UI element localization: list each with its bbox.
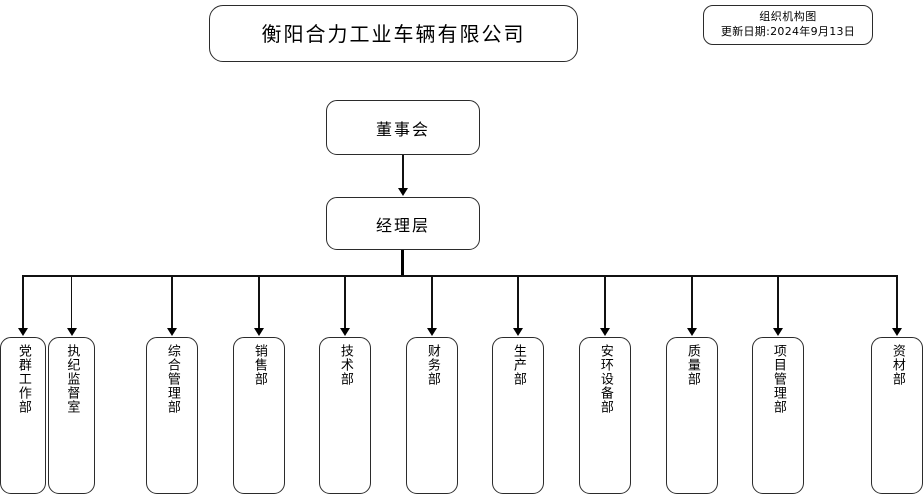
connector-drop-dept-finance — [431, 275, 433, 328]
node-dept-quality-label: 质量部 — [684, 344, 700, 386]
node-dept-discipline-inspection-label: 执纪监督室 — [64, 344, 80, 414]
arrowhead-dept-technology — [340, 328, 350, 336]
node-dept-general-management-label: 综合管理部 — [164, 344, 180, 414]
node-dept-safety-environment-equipment-label: 安环设备部 — [597, 344, 613, 414]
node-board-of-directors-label: 董事会 — [375, 119, 430, 139]
arrowhead-dept-materials — [892, 328, 902, 336]
arrowhead-dept-project-management — [773, 328, 783, 336]
arrowhead-dept-quality — [687, 328, 697, 336]
arrowhead-management — [398, 188, 408, 196]
node-dept-materials: 资材部 — [871, 337, 923, 494]
arrowhead-dept-finance — [427, 328, 437, 336]
connector-drop-dept-general-management — [171, 275, 173, 328]
connector-horizontal-bus — [23, 275, 898, 277]
connector-board-to-management — [402, 155, 404, 189]
connector-drop-dept-sales — [258, 275, 260, 328]
company-title-box: 衡阳合力工业车辆有限公司 — [209, 5, 578, 62]
node-dept-finance-label: 财务部 — [424, 344, 440, 386]
node-dept-production-label: 生产部 — [510, 344, 526, 386]
arrowhead-dept-discipline-inspection — [66, 328, 77, 336]
node-dept-finance: 财务部 — [406, 337, 458, 494]
node-dept-sales: 销售部 — [233, 337, 285, 494]
arrowhead-dept-production — [513, 328, 523, 336]
node-dept-quality: 质量部 — [666, 337, 718, 494]
node-dept-sales-label: 销售部 — [251, 344, 267, 386]
node-management-level-label: 经理层 — [375, 215, 430, 235]
chart-meta-updated-date: 更新日期:2024年9月13日 — [720, 25, 856, 38]
connector-drop-dept-production — [517, 275, 519, 328]
node-dept-general-management: 综合管理部 — [146, 337, 198, 494]
connector-drop-dept-quality — [691, 275, 693, 328]
connector-drop-dept-technology — [344, 275, 346, 328]
chart-meta-title: 组织机构图 — [759, 10, 817, 24]
node-management-level: 经理层 — [326, 197, 480, 250]
node-dept-production: 生产部 — [492, 337, 544, 494]
node-dept-project-management-label: 项目管理部 — [770, 344, 786, 414]
node-dept-discipline-inspection: 执纪监督室 — [48, 337, 95, 494]
node-dept-party-mass-work-label: 党群工作部 — [15, 344, 31, 414]
node-dept-technology-label: 技术部 — [337, 344, 353, 386]
arrowhead-dept-safety-environment-equipment — [600, 328, 610, 336]
connector-drop-dept-discipline-inspection — [70, 275, 73, 328]
connector-drop-dept-project-management — [777, 275, 779, 328]
node-dept-party-mass-work: 党群工作部 — [0, 337, 46, 494]
arrowhead-dept-sales — [254, 328, 264, 336]
node-dept-technology: 技术部 — [319, 337, 371, 494]
chart-meta-box: 组织机构图 更新日期:2024年9月13日 — [703, 5, 873, 45]
connector-management-trunk — [401, 250, 404, 276]
node-board-of-directors: 董事会 — [326, 100, 480, 155]
node-dept-safety-environment-equipment: 安环设备部 — [579, 337, 631, 494]
arrowhead-dept-party-mass-work — [18, 328, 28, 336]
connector-drop-dept-party-mass-work — [22, 275, 24, 328]
node-dept-project-management: 项目管理部 — [752, 337, 804, 494]
connector-drop-dept-safety-environment-equipment — [604, 275, 606, 328]
connector-drop-dept-materials — [896, 275, 898, 328]
company-name: 衡阳合力工业车辆有限公司 — [261, 21, 526, 46]
arrowhead-dept-general-management — [167, 328, 177, 336]
node-dept-materials-label: 资材部 — [889, 344, 905, 386]
